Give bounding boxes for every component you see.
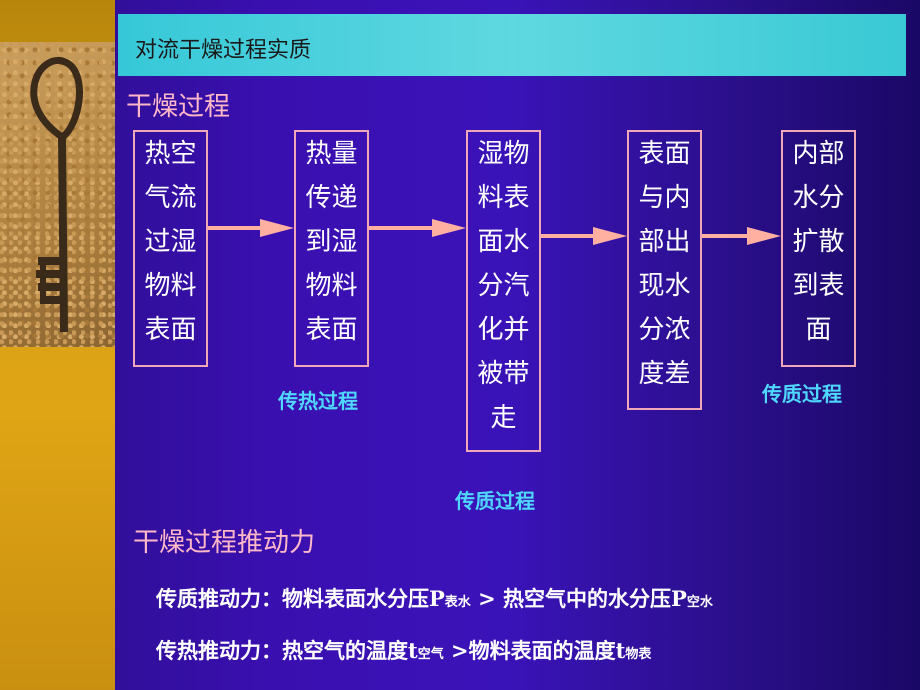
box-line: 热量 bbox=[305, 139, 358, 169]
subscript: 空水 bbox=[686, 595, 713, 610]
box-line: 气流 bbox=[144, 183, 197, 213]
box-line: 到表 bbox=[792, 271, 845, 301]
mass-driving-force-line: 传质推动力：物料表面水分压P表水 > 热空气中的水分压P空水 bbox=[156, 583, 713, 613]
box-line: 内部 bbox=[792, 139, 845, 169]
flow-arrow-icon bbox=[702, 227, 781, 245]
mass-transfer-label: 传质过程 bbox=[455, 489, 535, 513]
process-box-3: 湿物 料表 面水 分汽 化并 被带 走 bbox=[466, 130, 541, 452]
flow-arrow-icon bbox=[541, 227, 627, 245]
box-line: 到湿 bbox=[305, 227, 358, 257]
box-line: 过湿 bbox=[144, 227, 197, 257]
box-line: 物料 bbox=[144, 271, 197, 301]
box-line: 料表 bbox=[477, 183, 530, 213]
process-box-4: 表面 与内 部出 现水 分浓 度差 bbox=[627, 130, 702, 410]
box-line: 度差 bbox=[638, 359, 691, 389]
box-line: 热空 bbox=[144, 139, 197, 169]
box-line: 现水 bbox=[638, 271, 691, 301]
box-line: 与内 bbox=[638, 183, 691, 213]
flow-arrow-icon bbox=[369, 219, 466, 237]
box-line: 面 bbox=[805, 315, 832, 345]
section-title: 干燥过程 bbox=[126, 92, 231, 122]
box-line: 化并 bbox=[477, 315, 530, 345]
box-line: 部出 bbox=[638, 227, 691, 257]
subscript: 物表 bbox=[625, 647, 652, 662]
flow-arrow-icon bbox=[208, 219, 294, 237]
box-line: 分浓 bbox=[638, 315, 691, 345]
box-line: 表面 bbox=[638, 139, 691, 169]
subscript: 空气 bbox=[417, 647, 444, 662]
box-line: 传递 bbox=[305, 183, 358, 213]
mass-line-text: 传质推动力：物料表面水分压P bbox=[156, 586, 445, 611]
heat-line-text: 传热推动力：热空气的温度t bbox=[156, 638, 418, 663]
box-line: 面水 bbox=[477, 227, 530, 257]
mass-transfer-label: 传质过程 bbox=[762, 382, 842, 406]
process-box-5: 内部 水分 扩散 到表 面 bbox=[781, 130, 856, 367]
heat-driving-force-line: 传热推动力：热空气的温度t空气 >物料表面的温度t物表 bbox=[156, 635, 651, 665]
driving-force-title: 干燥过程推动力 bbox=[133, 528, 316, 558]
subscript: 表水 bbox=[444, 595, 471, 610]
heat-line-text: >物料表面的温度t bbox=[443, 638, 626, 663]
box-line: 表面 bbox=[144, 315, 197, 345]
process-box-1: 热空 气流 过湿 物料 表面 bbox=[133, 130, 208, 367]
box-line: 湿物 bbox=[477, 139, 530, 169]
title-bar bbox=[118, 14, 906, 76]
box-line: 表面 bbox=[305, 315, 358, 345]
box-line: 扩散 bbox=[792, 227, 845, 257]
box-line: 走 bbox=[490, 403, 517, 433]
box-line: 分汽 bbox=[477, 271, 530, 301]
mass-line-text: > 热空气中的水分压P bbox=[470, 586, 687, 611]
slide-title: 对流干燥过程实质 bbox=[135, 38, 312, 63]
box-line: 水分 bbox=[792, 183, 845, 213]
box-line: 被带 bbox=[477, 359, 530, 389]
heat-transfer-label: 传热过程 bbox=[278, 389, 358, 413]
box-line: 物料 bbox=[305, 271, 358, 301]
key-photo bbox=[0, 42, 115, 347]
process-box-2: 热量 传递 到湿 物料 表面 bbox=[294, 130, 369, 367]
